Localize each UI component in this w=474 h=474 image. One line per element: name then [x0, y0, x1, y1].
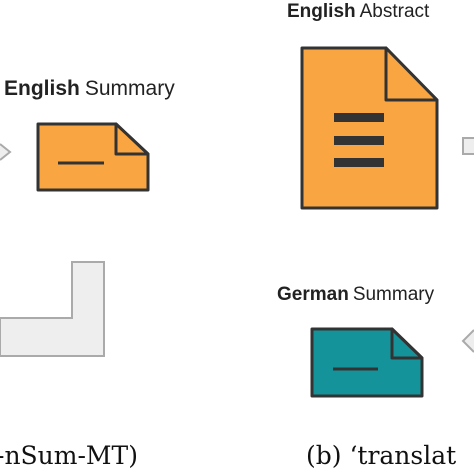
english-abstract-doc-icon: [300, 46, 439, 210]
caption-left: -nSum-MT): [0, 441, 138, 470]
english-summary-doc-icon: [36, 122, 150, 192]
arrow-right-edge-top: [462, 137, 474, 155]
arrow-to-english-summary: [0, 143, 12, 161]
caption-right: (b) ‘translat: [306, 441, 456, 470]
arrow-right-edge-bottom: [461, 329, 474, 353]
l-shaped-arrow: [0, 261, 105, 357]
german-summary-doc-icon: [310, 327, 424, 398]
